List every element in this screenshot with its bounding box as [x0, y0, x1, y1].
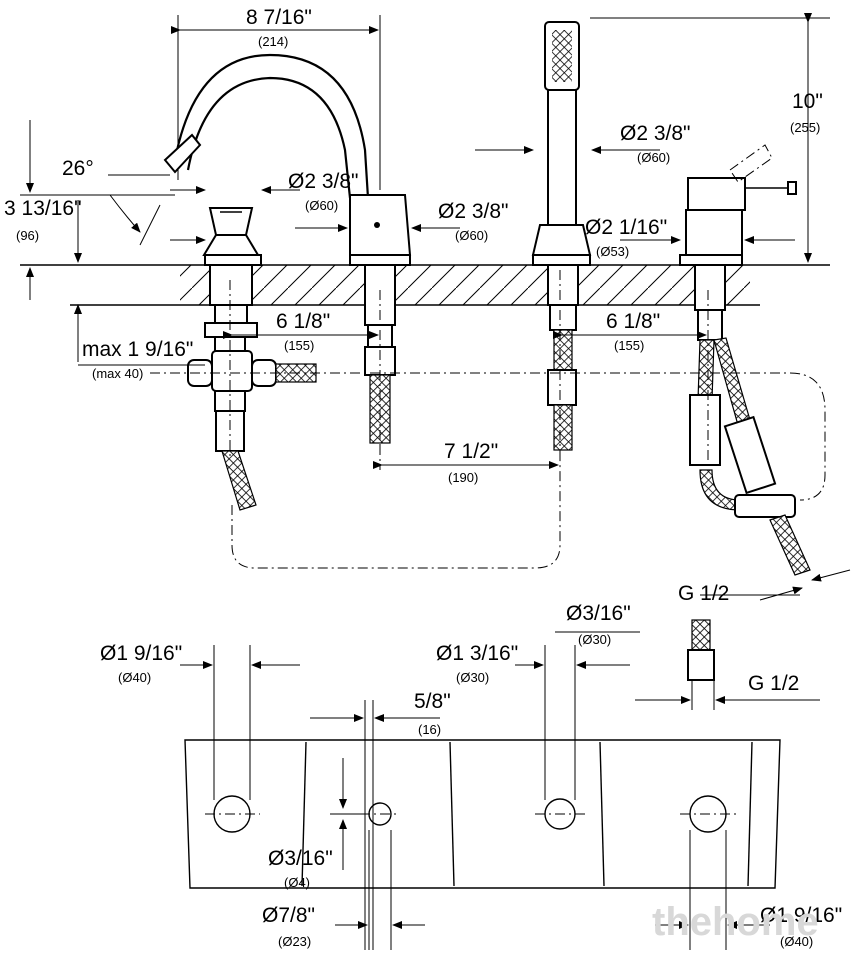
max-thickness-label: max 1 9/16" — [82, 338, 193, 361]
hole-right-mm: (Ø40) — [780, 934, 813, 949]
deck-plan-dimensions — [180, 631, 770, 950]
width-mm: (214) — [258, 34, 288, 49]
spacing-right-label: 6 1/8" — [606, 310, 660, 333]
hole-left-mm: (Ø40) — [118, 670, 151, 685]
deck-section — [20, 264, 830, 306]
hole-right-label: Ø1 9/16" — [760, 904, 842, 927]
diverter — [679, 144, 797, 266]
height-label: 10" — [792, 90, 823, 113]
spacing-left-mm: (155) — [284, 338, 314, 353]
spacing-dimensions — [74, 304, 707, 469]
handle-dia-label: Ø2 3/8" — [288, 170, 359, 193]
spacing-left-label: 6 1/8" — [276, 310, 330, 333]
hole-mid-mm: (Ø30) — [456, 670, 489, 685]
diverter-dia-mm: (Ø53) — [596, 244, 629, 259]
hose-spacing-label: 7 1/2" — [444, 440, 498, 463]
hole-left-label: Ø1 9/16" — [100, 642, 182, 665]
spout-height-label: 3 13/16" — [4, 197, 82, 220]
center-lines — [150, 270, 826, 569]
max-thickness-mm: (max 40) — [92, 366, 143, 381]
handshower-dia-label: Ø2 3/8" — [620, 122, 691, 145]
deck-plan — [184, 739, 781, 889]
spout — [163, 53, 412, 266]
left-handle — [202, 207, 262, 266]
small-hole-mm: (Ø23) — [278, 934, 311, 949]
height-dimension — [590, 13, 830, 263]
thread-top-label: G 1/2 — [678, 582, 729, 605]
spacing-right-mm: (155) — [614, 338, 644, 353]
pin-dia-mm: (Ø4) — [284, 875, 310, 890]
gap-mm: (16) — [418, 722, 441, 737]
thread-dimensions — [635, 569, 851, 710]
handle-dia-mm: (Ø60) — [305, 198, 338, 213]
spout-height-mm: (96) — [16, 228, 39, 243]
hole-small-dia-mm: (Ø30) — [578, 632, 611, 647]
spout-height-dimension — [20, 120, 175, 300]
gap-label: 5/8" — [414, 690, 451, 713]
height-mm: (255) — [790, 120, 820, 135]
handshower-dia-mm: (Ø60) — [637, 150, 670, 165]
thread-bottom-label: G 1/2 — [748, 672, 799, 695]
small-hole-label: Ø7/8" — [262, 904, 315, 927]
watermark: thehome — [652, 900, 819, 944]
diverter-dia-label: Ø2 1/16" — [585, 216, 667, 239]
hose-spacing-mm: (190) — [448, 470, 478, 485]
under-deck-valves — [187, 264, 811, 576]
hole-small-dia-label: Ø3/16" — [566, 602, 631, 625]
spout-base-dia-label: Ø2 3/8" — [438, 200, 509, 223]
width-label: 8 7/16" — [246, 6, 312, 29]
labels: 8 7/16" (214) 10" (255) 3 13/16" (96) 26… — [4, 6, 842, 949]
handle-dia-dimension — [170, 186, 300, 244]
spout-base-dia-mm: (Ø60) — [455, 228, 488, 243]
handshower — [531, 21, 592, 266]
pin-dia-label: Ø3/16" — [268, 847, 333, 870]
angle-label: 26° — [62, 157, 94, 180]
hole-mid-label: Ø1 3/16" — [436, 642, 518, 665]
